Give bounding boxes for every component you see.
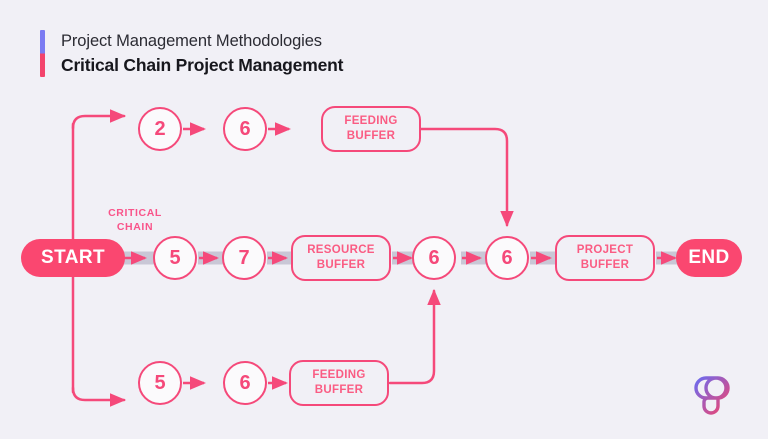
top-branch-node-2[interactable]: 2 <box>138 107 182 151</box>
critical-chain-label: CRITICAL CHAIN <box>85 206 185 234</box>
critical-chain-label-line2: CHAIN <box>116 221 154 233</box>
resource-buffer-line2: BUFFER <box>316 259 366 271</box>
end-node[interactable]: END <box>676 239 742 277</box>
top-feeding-to-chain <box>419 127 514 228</box>
header-text-group: Project Management Methodologies Critica… <box>61 30 343 77</box>
chain-node-6-a[interactable]: 6 <box>412 236 456 280</box>
bottom-branch-node-6[interactable]: 6 <box>223 361 267 405</box>
bottom-feeding-buffer-line2: BUFFER <box>314 384 364 396</box>
chain-node-6-b[interactable]: 6 <box>485 236 529 280</box>
bottom-feeding-to-chain <box>388 288 441 385</box>
bottom-feeding-buffer-node[interactable]: FEEDING BUFFER <box>289 360 389 406</box>
project-buffer-line2: BUFFER <box>580 259 630 271</box>
project-buffer-node[interactable]: PROJECT BUFFER <box>555 235 655 281</box>
top-branch-node-6[interactable]: 6 <box>223 107 267 151</box>
accent-bar-icon <box>40 30 45 77</box>
top-feeding-buffer-line2: BUFFER <box>346 130 396 142</box>
start-node[interactable]: START <box>21 239 125 277</box>
critical-chain-label-line1: CRITICAL <box>108 207 162 219</box>
chain-node-5[interactable]: 5 <box>153 236 197 280</box>
bottom-feeding-buffer-line1: FEEDING <box>312 369 366 381</box>
brand-logo-icon <box>694 376 730 415</box>
page-title: Critical Chain Project Management <box>61 55 344 75</box>
top-feeding-buffer-line1: FEEDING <box>344 115 398 127</box>
top-feeding-buffer-node[interactable]: FEEDING BUFFER <box>321 106 421 152</box>
chain-node-7[interactable]: 7 <box>222 236 266 280</box>
project-buffer-line1: PROJECT <box>576 244 634 256</box>
resource-buffer-line1: RESOURCE <box>307 244 375 256</box>
bottom-branch-node-5[interactable]: 5 <box>138 361 182 405</box>
resource-buffer-node[interactable]: RESOURCE BUFFER <box>291 235 391 281</box>
page-header: Project Management Methodologies Critica… <box>40 30 343 77</box>
page-supertitle: Project Management Methodologies <box>61 32 322 50</box>
